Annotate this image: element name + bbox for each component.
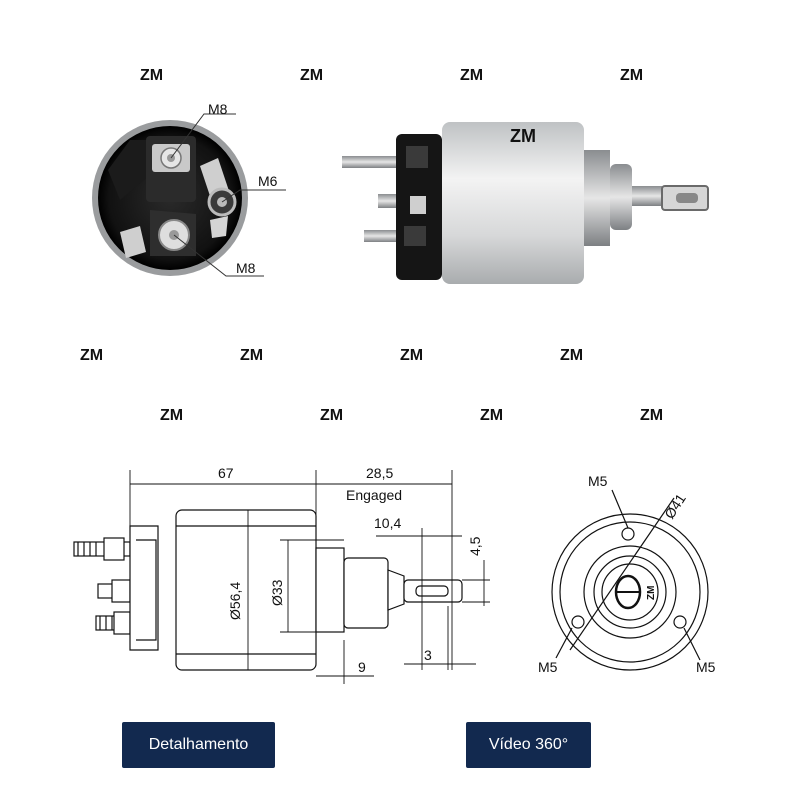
dim-inner-diameter: Ø33 [269,579,285,606]
end-thread-right: M5 [696,659,716,675]
end-logo: ZM [646,586,657,600]
svg-text:ZM: ZM [510,126,536,146]
video-360-button[interactable]: Vídeo 360° [466,722,591,768]
end-view-callouts [170,113,286,277]
dim-tab: 3 [424,647,432,663]
svg-text:ZM: ZM [400,347,423,364]
end-thread-top: M5 [588,473,608,489]
dim-body-diameter: Ø56,4 [227,582,243,620]
end-thread-left: M5 [538,659,558,675]
dim-plunger: 10,4 [374,515,401,531]
end-bolt-circle: Ø41 [661,491,689,522]
side-view-photo: ZM [342,122,709,284]
label-m8-bottom: M8 [236,260,256,276]
dim-shoulder: 9 [358,659,366,675]
svg-text:ZM: ZM [160,407,183,424]
dimension-lines [129,470,490,684]
svg-text:ZM: ZM [300,67,323,84]
dim-engaged-value: 28,5 [366,465,393,481]
svg-text:ZM: ZM [320,407,343,424]
svg-text:ZM: ZM [640,407,663,424]
svg-text:ZM: ZM [240,347,263,364]
technical-drawing-end [551,489,709,671]
label-m8-top: M8 [208,101,228,117]
dim-slot: 4,5 [467,536,483,556]
svg-text:ZM: ZM [560,347,583,364]
watermark-pattern: ZM ZM ZM ZM ZM ZM ZM ZM ZM ZM ZM ZM [80,67,663,424]
svg-text:ZM: ZM [460,67,483,84]
label-m6: M6 [258,173,278,189]
dim-engaged-label: Engaged [346,487,402,503]
detail-button[interactable]: Detalhamento [122,722,275,768]
end-view-photo [92,120,248,276]
dim-length: 67 [218,465,234,481]
svg-text:ZM: ZM [480,407,503,424]
svg-text:ZM: ZM [80,347,103,364]
svg-text:ZM: ZM [140,67,163,84]
technical-drawing-side [73,509,463,671]
svg-text:ZM: ZM [620,67,643,84]
